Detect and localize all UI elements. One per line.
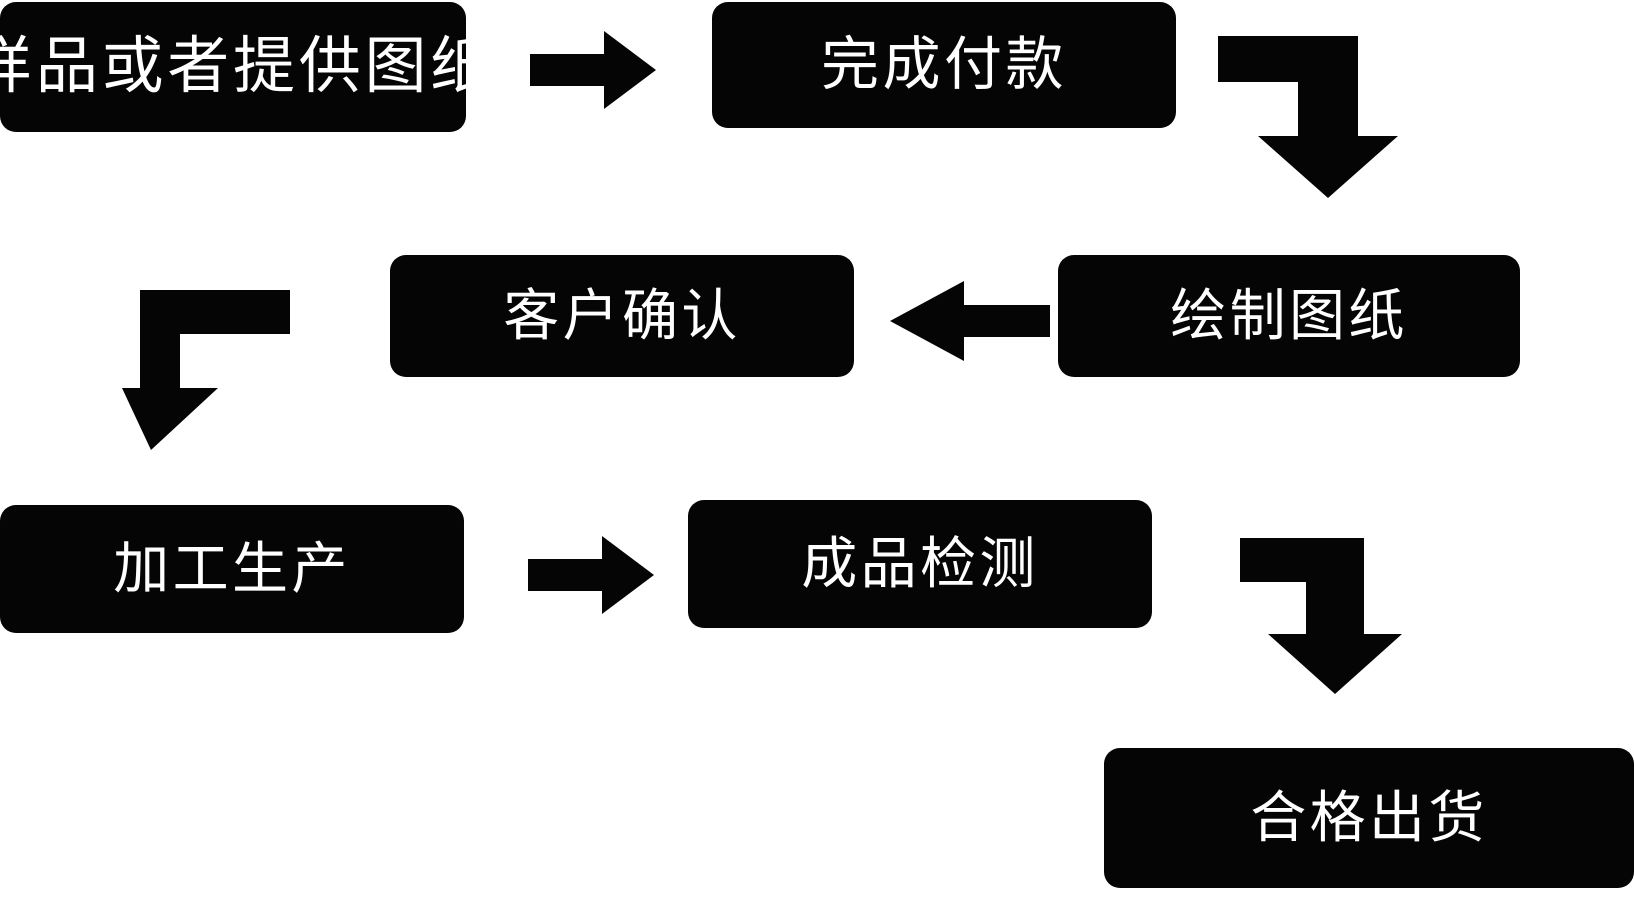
flow-node-sample-label: 样品或者提供图纸 <box>0 31 496 101</box>
arrow-right-icon-produce-to-inspect <box>528 534 654 616</box>
flow-node-confirm-label: 客户确认 <box>503 284 741 348</box>
flow-node-inspect[interactable]: 成品检测 <box>688 500 1152 628</box>
flow-node-inspect-label: 成品检测 <box>801 532 1039 596</box>
flow-node-produce-label: 加工生产 <box>113 537 351 601</box>
flow-node-ship[interactable]: 合格出货 <box>1104 748 1634 888</box>
arrow-left-icon-drawing-to-confirm <box>890 278 1050 364</box>
arrow-elbow-left-down-icon-confirm-to-produce <box>122 290 290 450</box>
flow-node-payment-label: 完成付款 <box>821 32 1067 98</box>
flow-node-payment[interactable]: 完成付款 <box>712 2 1176 128</box>
flow-node-ship-label: 合格出货 <box>1250 786 1488 850</box>
flow-node-drawing[interactable]: 绘制图纸 <box>1058 255 1520 377</box>
flow-node-produce[interactable]: 加工生产 <box>0 505 464 633</box>
flow-node-confirm[interactable]: 客户确认 <box>390 255 854 377</box>
arrow-elbow-right-down-icon-inspect-to-ship <box>1240 538 1418 694</box>
flow-node-drawing-label: 绘制图纸 <box>1170 284 1408 348</box>
flow-node-sample[interactable]: 样品或者提供图纸 <box>0 2 492 132</box>
arrow-right-icon-sample-to-payment <box>530 28 656 112</box>
arrow-elbow-right-down-icon-payment-to-drawing <box>1218 36 1418 198</box>
